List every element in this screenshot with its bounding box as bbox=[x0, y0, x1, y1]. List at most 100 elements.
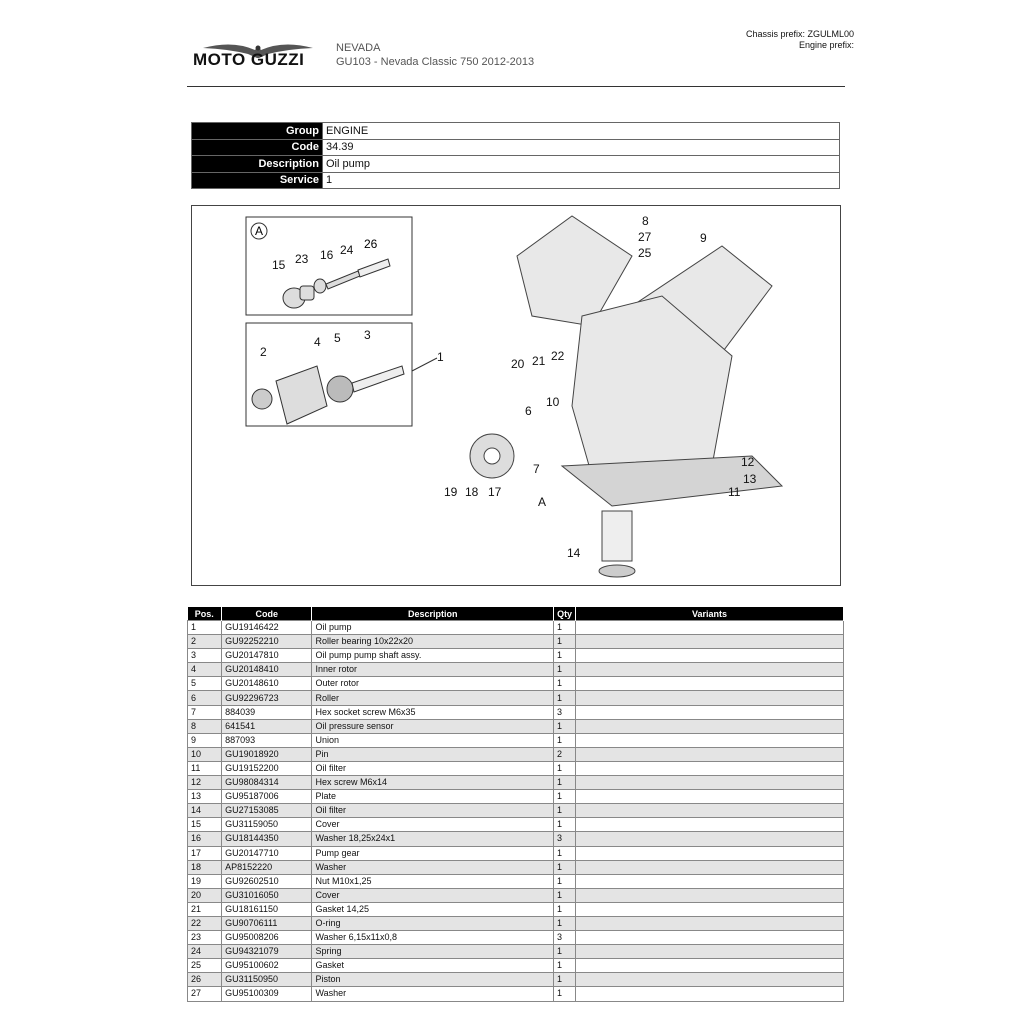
cell-description: Roller bbox=[311, 690, 555, 706]
cell-description: Washer bbox=[311, 859, 555, 875]
callout-23: 23 bbox=[295, 252, 309, 266]
cell-pos: 15 bbox=[186, 817, 223, 833]
pump-inset-frame bbox=[245, 322, 413, 427]
chassis-prefix: Chassis prefix: ZGULML00 bbox=[745, 29, 854, 39]
inset-a-frame bbox=[245, 216, 413, 316]
cell-qty: 1 bbox=[553, 887, 577, 903]
model-info: NEVADA GU103 - Nevada Classic 750 2012-2… bbox=[336, 41, 534, 69]
cell-pos: 14 bbox=[186, 803, 223, 819]
cell-description: Plate bbox=[311, 789, 555, 805]
cell-qty: 1 bbox=[553, 803, 577, 819]
cell-qty: 1 bbox=[553, 986, 577, 1002]
cell-pos: 6 bbox=[186, 690, 223, 706]
cell-variants bbox=[575, 887, 844, 903]
callout-5: 5 bbox=[334, 331, 341, 345]
exploded-diagram: A 1 2 bbox=[191, 205, 841, 586]
callout-11: 11 bbox=[728, 485, 741, 499]
cell-code: GU31159050 bbox=[221, 817, 313, 833]
cell-code: GU19152200 bbox=[221, 760, 313, 777]
callout-16: 16 bbox=[320, 248, 334, 262]
cell-description: Hex socket screw M6x35 bbox=[311, 704, 555, 720]
model-name: NEVADA bbox=[336, 42, 381, 54]
cell-description: Roller bearing 10x22x20 bbox=[311, 634, 555, 650]
cell-code: GU20148410 bbox=[221, 662, 313, 678]
cell-variants bbox=[575, 690, 844, 706]
cell-variants bbox=[575, 648, 844, 664]
code-value: 34.39 bbox=[322, 138, 840, 156]
cell-description: Nut M10x1,25 bbox=[311, 873, 555, 889]
callout-27: 27 bbox=[638, 230, 652, 244]
cell-description: Gasket 14,25 bbox=[311, 901, 555, 917]
cell-description: Outer rotor bbox=[311, 676, 555, 692]
col-code: Code bbox=[221, 607, 313, 621]
inset-a-label: A bbox=[255, 224, 263, 238]
cell-code: 641541 bbox=[221, 718, 313, 734]
cell-code: GU19146422 bbox=[221, 619, 313, 636]
col-description: Description bbox=[311, 607, 555, 621]
cell-variants bbox=[575, 704, 844, 720]
cell-code: GU20147810 bbox=[221, 648, 313, 664]
cell-qty: 1 bbox=[553, 634, 577, 650]
callout-22: 22 bbox=[551, 349, 565, 363]
cell-description: Union bbox=[311, 732, 555, 748]
cell-variants bbox=[575, 817, 844, 833]
oil-pump-parts-drawing bbox=[251, 365, 405, 425]
cell-pos: 9 bbox=[186, 732, 223, 748]
cell-pos: 23 bbox=[186, 930, 223, 946]
cell-variants bbox=[575, 634, 844, 650]
callout-15: 15 bbox=[272, 258, 286, 272]
cell-variants bbox=[575, 732, 844, 748]
description-label: Description bbox=[191, 155, 323, 173]
header-divider bbox=[187, 86, 845, 87]
cell-qty: 1 bbox=[553, 775, 577, 791]
cell-qty: 1 bbox=[553, 901, 577, 917]
cell-qty: 1 bbox=[553, 859, 577, 875]
cell-qty: 1 bbox=[553, 845, 577, 861]
cell-qty: 1 bbox=[553, 690, 577, 706]
cell-description: Oil pump pump shaft assy. bbox=[311, 648, 555, 664]
cell-variants bbox=[575, 662, 844, 678]
cell-variants bbox=[575, 746, 844, 762]
cell-code: GU95187006 bbox=[221, 789, 313, 805]
cell-qty: 1 bbox=[553, 958, 577, 974]
cell-pos: 11 bbox=[186, 760, 223, 777]
engine-drawing bbox=[469, 215, 784, 578]
cell-code: GU31150950 bbox=[221, 972, 313, 988]
cell-description: Washer 18,25x24x1 bbox=[311, 831, 555, 847]
cell-pos: 25 bbox=[186, 958, 223, 974]
callout-3: 3 bbox=[364, 328, 371, 342]
cell-code: GU19018920 bbox=[221, 746, 313, 762]
cell-pos: 18 bbox=[186, 859, 223, 875]
cell-code: GU31016050 bbox=[221, 887, 313, 903]
cell-code: GU92252210 bbox=[221, 634, 313, 650]
cell-variants bbox=[575, 873, 844, 889]
cell-pos: 27 bbox=[186, 986, 223, 1002]
cell-variants bbox=[575, 789, 844, 805]
cell-description: Oil filter bbox=[311, 760, 555, 777]
cell-pos: 16 bbox=[186, 831, 223, 847]
cell-qty: 1 bbox=[553, 648, 577, 664]
callout-17: 17 bbox=[488, 485, 502, 499]
col-qty: Qty bbox=[553, 607, 577, 621]
code-label: Code bbox=[191, 138, 323, 156]
cell-qty: 3 bbox=[553, 831, 577, 847]
cell-description: Cover bbox=[311, 817, 555, 833]
cell-pos: 26 bbox=[186, 972, 223, 988]
cell-variants bbox=[575, 831, 844, 847]
cell-qty: 1 bbox=[553, 732, 577, 748]
